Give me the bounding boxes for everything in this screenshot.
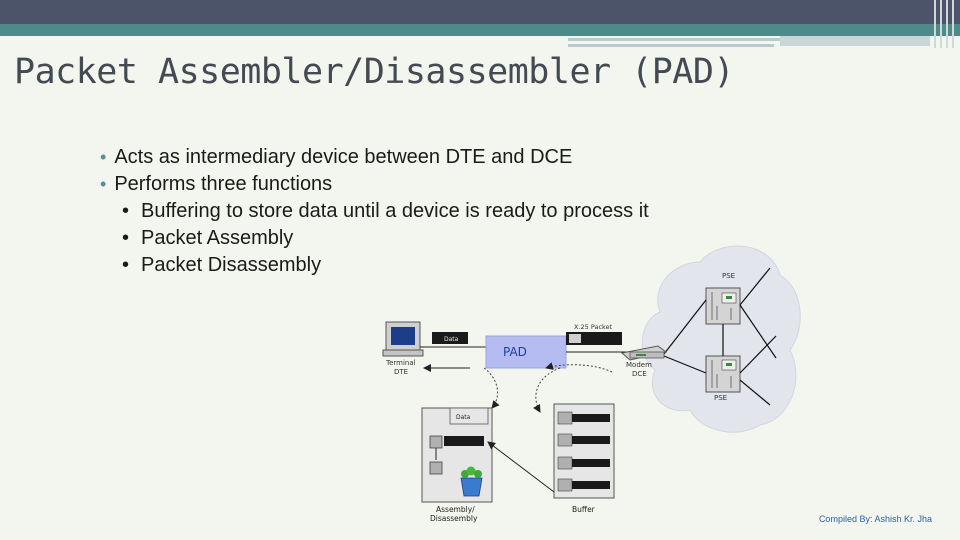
pse-bottom-switch bbox=[705, 355, 741, 393]
modem-icon bbox=[620, 345, 668, 361]
bullet-text: Performs three functions bbox=[114, 173, 333, 195]
sub-bullet-item: • Buffering to store data until a device … bbox=[122, 200, 649, 223]
bullet-dot-icon: • bbox=[100, 147, 107, 167]
recycle-bin-icon bbox=[460, 466, 483, 497]
buffer-slot bbox=[557, 433, 610, 447]
assembly-stripe bbox=[444, 436, 484, 446]
buffer-to-assembly-arrow bbox=[487, 441, 555, 493]
terminal-label: Terminal DTE bbox=[385, 359, 418, 376]
sub-bullet-dot-icon: • bbox=[122, 200, 130, 222]
data-label-assembly: Data bbox=[456, 414, 471, 421]
buffer-label: Buffer bbox=[572, 505, 596, 514]
assembly-grey-square-1 bbox=[429, 435, 443, 449]
assembly-label: Assembly/ Disassembly bbox=[430, 505, 478, 523]
decor-vline-3 bbox=[946, 0, 948, 48]
sub-bullet-item: • Packet Disassembly bbox=[122, 254, 321, 277]
sub-bullet-dot-icon: • bbox=[122, 254, 130, 276]
buffer-slot bbox=[557, 411, 610, 425]
bullet-dot-icon: • bbox=[100, 174, 107, 194]
slide-title: Packet Assembler/Disassembler (PAD) bbox=[14, 52, 735, 92]
decor-line-2 bbox=[568, 44, 774, 47]
decor-vline-1 bbox=[934, 0, 936, 48]
top-header-bar bbox=[0, 0, 960, 24]
buffer-slot bbox=[557, 456, 610, 470]
arrow-to-pad bbox=[545, 362, 613, 373]
teal-accent-bar bbox=[0, 24, 960, 36]
network-cloud bbox=[641, 245, 801, 433]
assembly-data-box bbox=[449, 407, 489, 425]
decor-block bbox=[780, 36, 930, 46]
data-label: Data bbox=[444, 336, 459, 343]
bullet-item: • Performs three functions bbox=[100, 173, 332, 196]
decor-vline-2 bbox=[940, 0, 942, 48]
modem-label: Modem DCE bbox=[626, 361, 654, 378]
buffer-slot bbox=[557, 478, 610, 492]
bullet-item: • Acts as intermediary device between DTE… bbox=[100, 146, 572, 169]
pse-top-label: PSE bbox=[722, 272, 735, 280]
x25-packet-header bbox=[569, 334, 581, 343]
sub-bullet-item: • Packet Assembly bbox=[122, 227, 293, 250]
sub-bullet-dot-icon: • bbox=[122, 227, 130, 249]
pad-label: PAD bbox=[503, 345, 527, 359]
sub-bullet-text: Packet Assembly bbox=[141, 227, 294, 249]
decor-vline-4 bbox=[952, 0, 954, 48]
sub-bullet-text: Buffering to store data until a device i… bbox=[141, 200, 649, 222]
pse-top-switch bbox=[705, 287, 741, 325]
terminal-computer-icon bbox=[382, 321, 424, 357]
pse-bottom-label: PSE bbox=[714, 394, 727, 402]
sub-bullet-text: Packet Disassembly bbox=[141, 254, 322, 276]
arrow-to-assembly bbox=[483, 367, 500, 409]
assembly-grey-square-2 bbox=[429, 461, 443, 475]
data-packet-box bbox=[432, 332, 468, 344]
decor-line-1 bbox=[568, 38, 890, 41]
credit-text: Compiled By: Ashish Kr. Jha bbox=[818, 514, 932, 524]
x25-packet-label: X.25 Packet bbox=[574, 323, 613, 331]
bullet-text: Acts as intermediary device between DTE … bbox=[114, 146, 573, 168]
